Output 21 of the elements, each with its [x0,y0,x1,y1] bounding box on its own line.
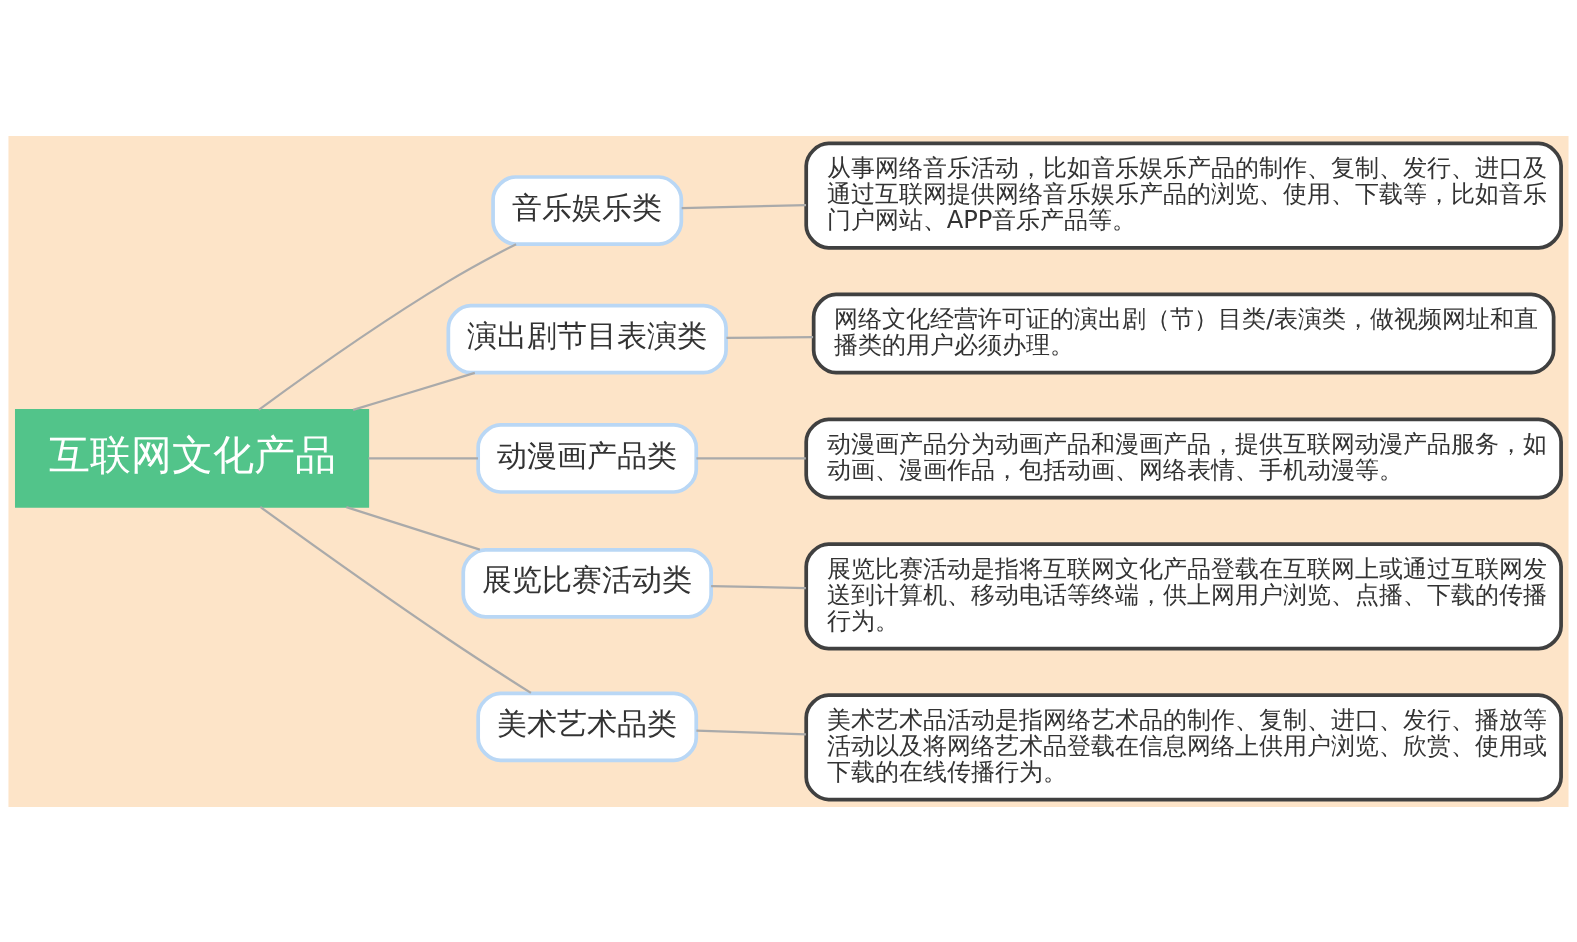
node-box: 美术艺术品活动是指网络艺术品的制作、复制、进口、发行、播放等活动以及将网络艺术品登载在信息网络上供用户浏览、欣赏、使用或下载的在线传播行为。 [804,692,1563,801]
connector [259,505,532,694]
node-box: 动漫画产品类 [476,422,699,494]
node-box: 展览比赛活动是指将互联网文化产品登载在互联网上或通过互联网发送到计算机、移动电话等终端，供上网用户浏览、点播、下载的传播行为。 [804,541,1563,650]
node-box: 音乐娱乐类 [491,174,684,246]
connector [696,728,806,735]
connector [258,242,517,411]
connector [726,335,814,339]
connector [696,456,806,460]
node-box: 网络文化经营许可证的演出剧（节）目类/表演类，做视频网址和直播类的用户必须办理。 [811,292,1556,375]
node-box: 互联网文化产品 [15,408,370,508]
connector [368,456,478,460]
node-box: 美术艺术品类 [476,690,699,762]
connector [346,505,481,551]
node-box: 从事网络音乐活动，比如音乐娱乐产品的制作、复制、发行、进口及通过互联网提供网络音乐娱乐产品的浏览、使用、下载等，比如音乐门户网站、APP音乐产品等。 [804,141,1563,250]
connector [681,203,806,209]
node-box: 展览比赛活动类 [461,547,713,619]
node-box: 演出剧节目表演类 [446,303,728,375]
connector [352,371,476,411]
node-box: 动漫画产品分为动画产品和漫画产品，提供互联网动漫产品服务，如动画、漫画作品，包括动画、网络表情、手机动漫等。 [804,416,1563,499]
connector [711,584,806,589]
